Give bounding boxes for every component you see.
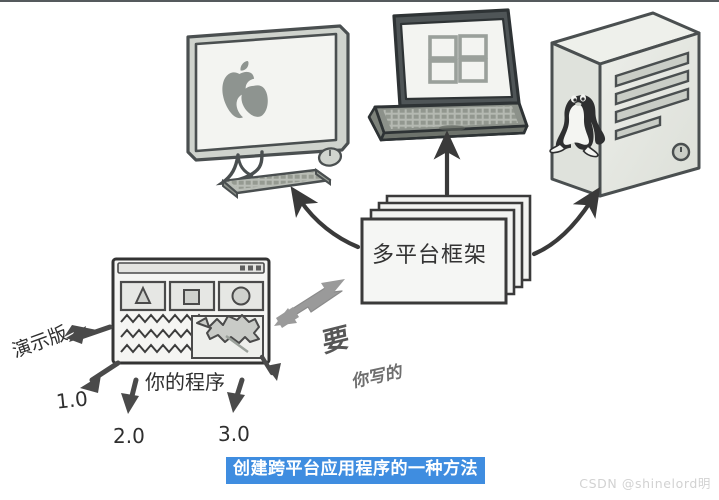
linux-tower-illustration: [549, 11, 701, 198]
window-controls: [240, 265, 261, 271]
zigzag-lines: [120, 313, 206, 354]
shape-row: [119, 280, 265, 312]
triangle-icon: [134, 285, 152, 304]
framework-label: 多平台框架: [372, 243, 488, 268]
arrow-program-to-demo: [64, 324, 113, 344]
pear-logo-icon: [222, 60, 268, 119]
square-icon: [183, 289, 200, 305]
circle-icon: [231, 286, 251, 306]
windows-laptop-illustration: [367, 8, 529, 142]
scribble-blob: [191, 314, 264, 359]
arrow-program-to-3: [227, 354, 281, 413]
program-label: 你的程序: [145, 370, 225, 394]
version-label-2: 2.0: [113, 424, 145, 448]
arrow-framework-to-linux: [531, 186, 601, 257]
watermark-text: CSDN @shinelord明: [579, 476, 711, 491]
mouse-icon: [317, 147, 343, 167]
demo-version-label: 演示版: [9, 322, 71, 363]
handwritten-annotation-top: 要: [321, 321, 351, 360]
penguin-tux-icon: [549, 94, 606, 158]
power-button-icon: [671, 142, 691, 162]
handwritten-annotation-bottom: 你写的: [352, 361, 403, 393]
windows-four-pane-icon: [428, 34, 488, 84]
arrow-program-to-2: [121, 377, 139, 414]
mac-desktop-illustration: [186, 24, 350, 200]
your-program-window: [111, 257, 271, 365]
top-border-rule: [0, 0, 719, 2]
arrow-framework-to-mac: [290, 186, 361, 250]
version-label-1: 1.0: [54, 386, 89, 414]
figure-caption: 创建跨平台应用程序的一种方法: [226, 457, 485, 484]
version-label-3: 3.0: [218, 422, 250, 446]
